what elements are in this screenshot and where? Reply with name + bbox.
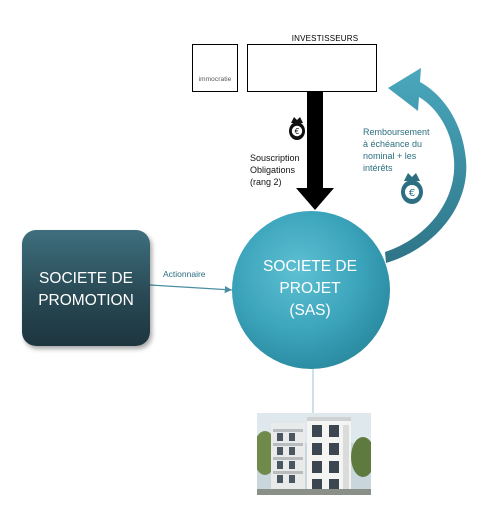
- euro-money-bag-icon: €: [289, 117, 305, 140]
- promoter-line: PROMOTION: [38, 292, 134, 309]
- building-photo: [257, 413, 371, 495]
- shareholder-arrow: [149, 284, 233, 294]
- subscription-line: Obligations: [250, 165, 296, 175]
- project-company-label: SOCIETE DE PROJET (SAS): [235, 256, 385, 322]
- investors-box: [247, 44, 377, 92]
- project-line: PROJET: [279, 280, 341, 297]
- promoter-company-box: SOCIETE DE PROMOTION: [22, 230, 150, 346]
- project-line: (SAS): [289, 302, 331, 319]
- platform-name: immocratie: [198, 76, 232, 83]
- svg-text:€: €: [409, 188, 415, 199]
- project-line: SOCIETE DE: [263, 258, 357, 275]
- repayment-line: intérêts: [363, 163, 393, 173]
- repayment-label: Remboursement à échéance du nominal + le…: [363, 126, 463, 174]
- subscription-line: (rang 2): [250, 177, 282, 187]
- promoter-line: SOCIETE DE: [39, 270, 133, 287]
- subscription-arrow: [296, 92, 334, 210]
- euro-money-bag-icon: €: [401, 173, 423, 204]
- platform-box: immocratie: [192, 44, 238, 92]
- project-company-circle: [232, 211, 390, 369]
- investors-label: INVESTISSEURS: [291, 34, 359, 43]
- repayment-line: à échéance du: [363, 139, 423, 149]
- repayment-line: nominal + les: [363, 151, 417, 161]
- repayment-line: Remboursement: [363, 127, 430, 137]
- svg-text:€: €: [295, 127, 300, 136]
- subscription-line: Souscription: [250, 153, 300, 163]
- subscription-label: Souscription Obligations (rang 2): [250, 152, 320, 188]
- shareholder-label: Actionnaire: [163, 269, 206, 279]
- promoter-company-label: SOCIETE DE PROMOTION: [22, 268, 150, 312]
- repayment-arrow: [385, 68, 467, 263]
